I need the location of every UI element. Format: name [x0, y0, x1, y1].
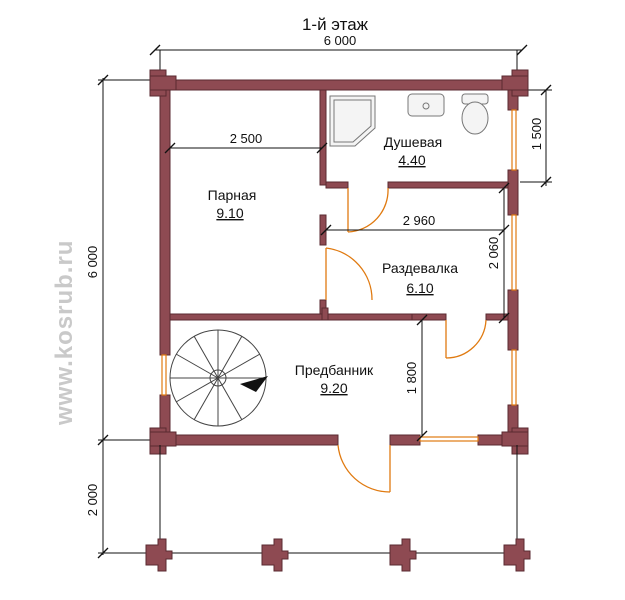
dim-top-label: 6 000 [324, 33, 357, 48]
dim-parnaya-label: 2 500 [230, 131, 263, 146]
doors [325, 187, 487, 493]
dim-predbannik-label: 1 800 [404, 362, 419, 395]
dim-shower-label: 1 500 [529, 118, 544, 151]
dimension-predbannik: 1 800 [404, 314, 428, 442]
dimension-top: 6 000 [149, 33, 528, 80]
room-predbannik-area: 9.20 [320, 380, 347, 396]
room-parnaya-area: 9.10 [216, 205, 243, 221]
plan-title: 1-й этаж [302, 15, 369, 34]
porch-post [261, 538, 289, 572]
dimension-left: 6 000 2 000 [85, 74, 160, 559]
dim-left-label: 6 000 [85, 246, 100, 279]
dimension-right-shower: 1 500 [520, 84, 552, 188]
porch-post [503, 538, 531, 572]
shower-fixtures [329, 93, 489, 147]
room-parnaya-name: Парная [208, 187, 257, 203]
windows [161, 109, 517, 442]
porch [145, 445, 531, 572]
room-dushevaya-name: Душевая [384, 134, 442, 150]
dimension-parnaya: 2 500 [164, 131, 328, 154]
dim-porch-label: 2 000 [85, 484, 100, 517]
dimension-razdevalka-width: 2 960 [320, 213, 510, 236]
spiral-staircase-icon [169, 329, 268, 427]
watermark: www.kosrub.ru [51, 240, 78, 426]
stair-arrow-icon [240, 376, 268, 392]
dim-razdevalka-depth-label: 2 060 [486, 237, 501, 270]
dimension-razdevalka-depth: 2 060 [486, 182, 510, 324]
room-dushevaya-area: 4.40 [398, 152, 425, 168]
room-predbannik-name: Предбанник [295, 362, 374, 378]
dim-razdevalka-width-label: 2 960 [403, 213, 436, 228]
porch-post [389, 538, 417, 572]
room-razdevalka-area: 6.10 [406, 280, 433, 296]
room-razdevalka-name: Раздевалка [382, 260, 458, 276]
porch-post [145, 538, 173, 572]
walls [149, 69, 529, 455]
